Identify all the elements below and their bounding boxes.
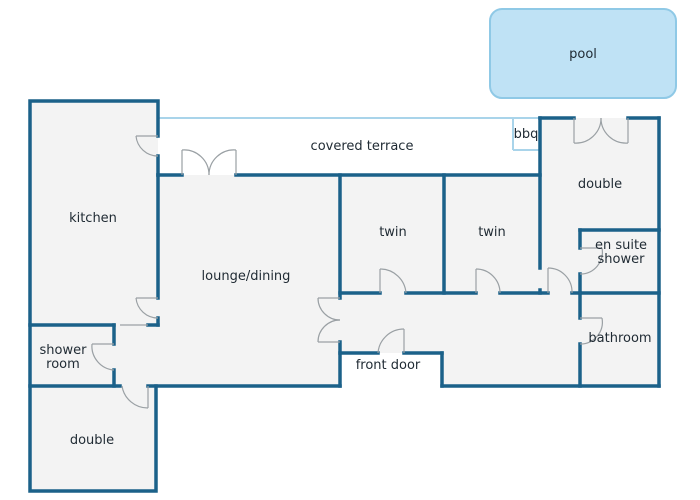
double-bottom-label: double [70, 433, 114, 448]
kitchen-terrace-door [135, 135, 159, 157]
bathroom-label: bathroom [588, 331, 651, 346]
covered-terrace-area [158, 117, 540, 151]
en-suite-label-line1: en suite [595, 238, 647, 253]
walls [28, 99, 661, 493]
double-bottom-door [121, 385, 149, 409]
lounge-floor [158, 175, 340, 386]
twin-right-door [475, 268, 501, 294]
hallway-floor [340, 293, 580, 353]
en-suite-floor [580, 230, 659, 293]
twin-left-floor [340, 175, 444, 293]
floor-areas [30, 101, 659, 491]
double-top-door [547, 267, 573, 294]
twin-right-label: twin [478, 225, 506, 240]
double-top-label: double [578, 177, 622, 192]
shower-room-label-line2: room [46, 357, 80, 372]
twin-left-door [379, 268, 407, 294]
corridor-left-floor [114, 325, 160, 386]
covered-terrace-label: covered terrace [311, 139, 414, 154]
front-door-label: front door [356, 358, 421, 373]
bathroom-door [579, 317, 603, 345]
hallway-lower-floor [442, 353, 580, 386]
double-top-terrace-door [573, 117, 629, 144]
pool-label: pool [569, 47, 597, 62]
shower-room-floor [30, 325, 114, 386]
shower-room-label-line1: shower [40, 343, 88, 358]
lounge-hall-door [317, 297, 341, 343]
lounge-dining-label: lounge/dining [202, 269, 291, 284]
bbq-label: bbq [514, 127, 539, 142]
twin-right-floor [444, 175, 540, 293]
twin-left-label: twin [379, 225, 407, 240]
en-suite-door [579, 247, 603, 275]
pool-area [489, 8, 677, 99]
shower-room-door [91, 343, 115, 371]
front-door [377, 328, 405, 354]
doors [91, 117, 629, 409]
lounge-terrace-double-door [181, 149, 237, 176]
kitchen-label: kitchen [69, 211, 117, 226]
double-bottom-floor [30, 386, 156, 491]
en-suite-label-line2: shower [598, 252, 646, 267]
kitchen-lounge-door [120, 297, 159, 326]
